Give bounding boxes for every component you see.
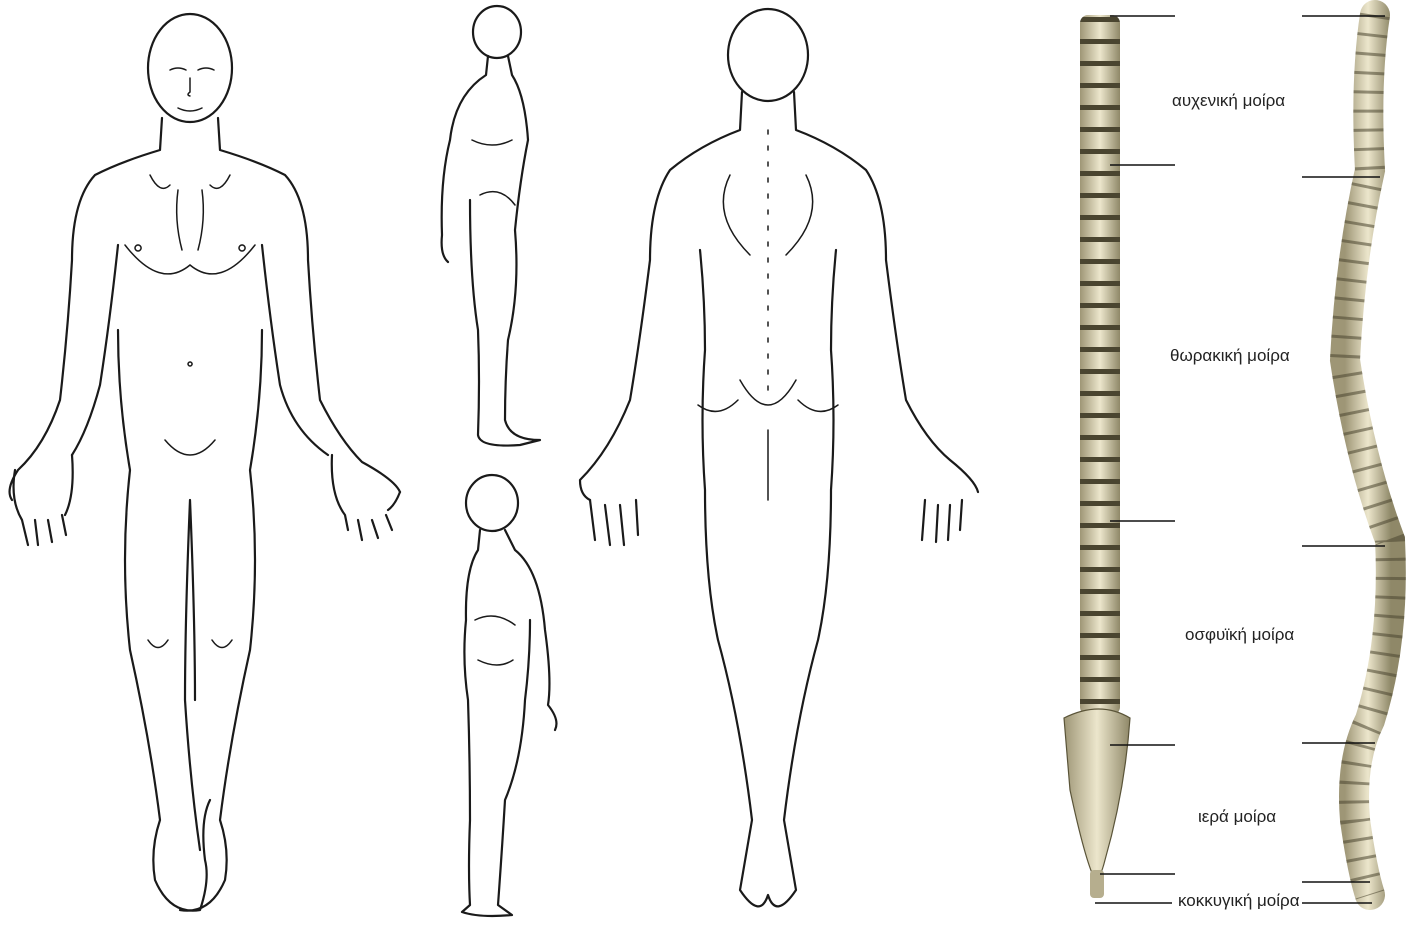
label-sacral: ιερά μοίρα: [1198, 807, 1276, 826]
back-body-outline: [580, 9, 978, 906]
label-cervical: αυχενική μοίρα: [1172, 91, 1285, 110]
spine-front-view: [1064, 15, 1130, 898]
side-body-outline-bottom: [462, 475, 556, 916]
front-body-outline: [10, 14, 400, 911]
side-body-outline-top: [442, 6, 540, 446]
label-thoracic: θωρακική μοίρα: [1170, 346, 1290, 365]
spine-side-view: [1345, 15, 1391, 895]
label-lumbar: οσφυϊκή μοίρα: [1185, 625, 1294, 644]
label-coccygeal: κοκκυγική μοίρα: [1178, 891, 1300, 910]
